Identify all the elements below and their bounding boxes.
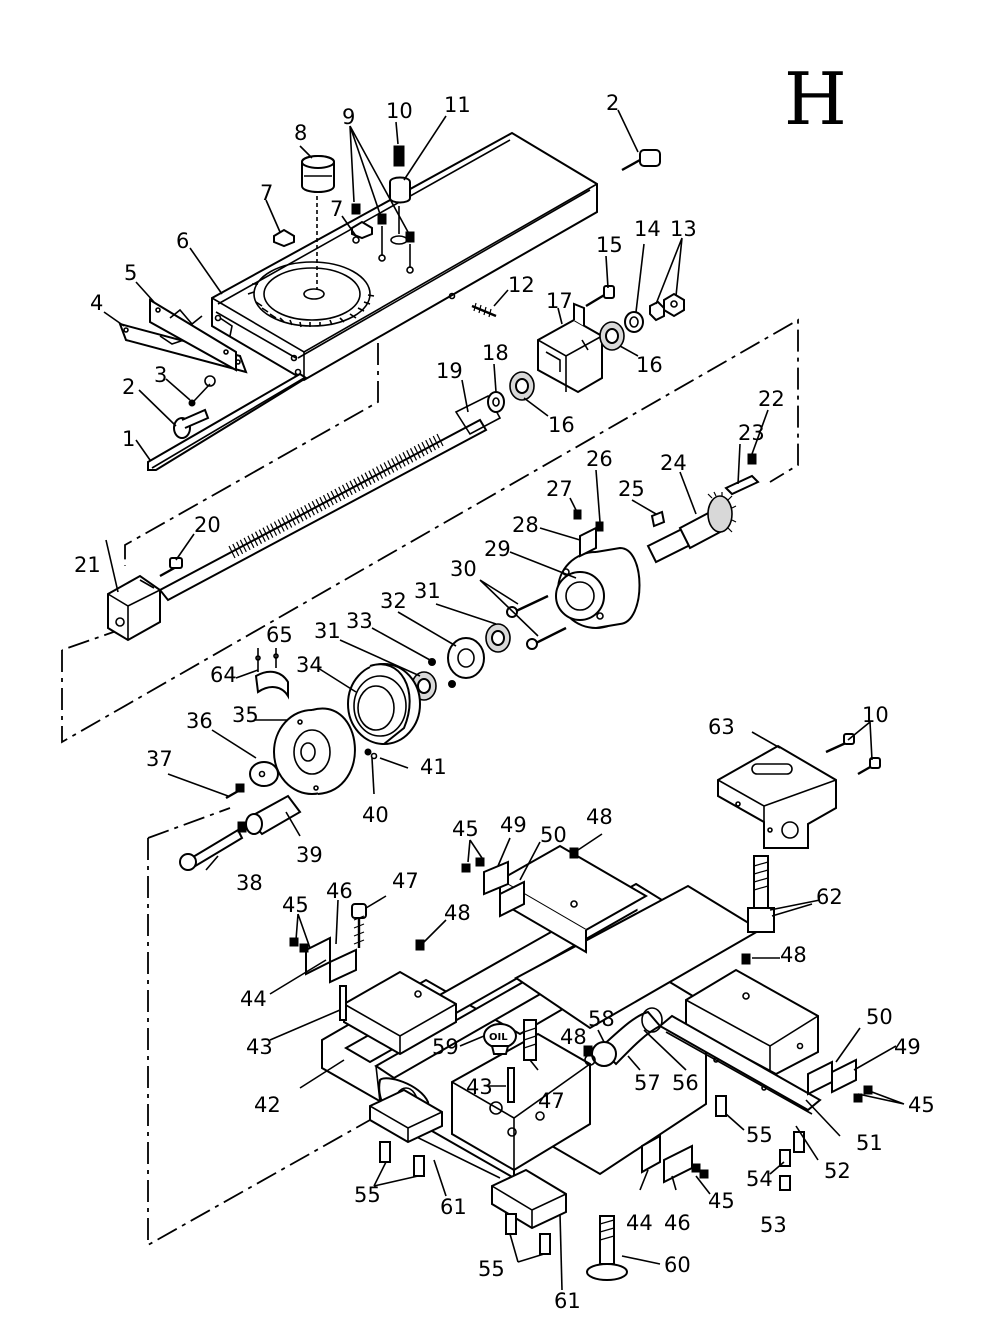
callout-26: 26 (586, 447, 613, 471)
callout-39: 39 (296, 843, 323, 867)
callout-10: 10 (386, 99, 413, 123)
callout-12: 12 (508, 273, 535, 297)
callout-44: 44 (240, 987, 267, 1011)
sheet-letter: H (784, 57, 847, 141)
callout-25: 25 (618, 477, 645, 501)
callout-20: 20 (194, 513, 221, 537)
callout-45: 45 (708, 1189, 735, 1213)
callout-4: 4 (90, 291, 103, 315)
callout-14: 14 (634, 217, 661, 241)
callout-65: 65 (266, 623, 293, 647)
callout-33: 33 (346, 609, 373, 633)
callout-1: 1 (122, 427, 135, 451)
callout-34: 34 (296, 653, 323, 677)
callout-3: 3 (154, 363, 167, 387)
callout-32: 32 (380, 589, 407, 613)
callout-40: 40 (362, 803, 389, 827)
callout-22: 22 (758, 387, 785, 411)
callout-58: 58 (588, 1007, 615, 1031)
callout-2: 2 (606, 91, 619, 115)
callout-62: 62 (816, 885, 843, 909)
callout-6: 6 (176, 229, 189, 253)
callout-19: 19 (436, 359, 463, 383)
saddle-assembly: OIL (289, 733, 881, 1281)
callout-15: 15 (596, 233, 623, 257)
callout-51: 51 (856, 1131, 883, 1155)
callout-38: 38 (236, 871, 263, 895)
callout-21: 21 (74, 553, 101, 577)
callout-48: 48 (560, 1025, 587, 1049)
callout-7: 7 (330, 197, 343, 221)
callout-35: 35 (232, 703, 259, 727)
leadscrew-assembly (107, 285, 685, 642)
callout-16: 16 (548, 413, 575, 437)
callout-9: 9 (342, 105, 355, 129)
callout-46: 46 (326, 879, 353, 903)
callout-5: 5 (124, 261, 137, 285)
callout-17: 17 (546, 289, 573, 313)
callout-55: 55 (478, 1257, 505, 1281)
callout-61: 61 (554, 1289, 581, 1313)
callout-42: 42 (254, 1093, 281, 1117)
callout-48: 48 (586, 805, 613, 829)
callout-64: 64 (210, 663, 237, 687)
callout-59: 59 (432, 1035, 459, 1059)
callout-54: 54 (746, 1167, 773, 1191)
callout-44: 44 (626, 1211, 653, 1235)
callout-labels: 1 2 2 3 4 5 6 7 7 8 9 10 11 12 13 14 15 … (74, 91, 935, 1313)
callout-55: 55 (746, 1123, 773, 1147)
callout-2: 2 (122, 375, 135, 399)
callout-49: 49 (894, 1035, 921, 1059)
callout-45: 45 (282, 893, 309, 917)
callout-10: 10 (862, 703, 889, 727)
callout-50: 50 (866, 1005, 893, 1029)
callout-46: 46 (664, 1211, 691, 1235)
callout-28: 28 (512, 513, 539, 537)
callout-47: 47 (538, 1089, 565, 1113)
callout-30: 30 (450, 557, 477, 581)
callout-27: 27 (546, 477, 573, 501)
callout-18: 18 (482, 341, 509, 365)
callout-57: 57 (634, 1071, 661, 1095)
oil-cap-text: OIL (489, 1032, 508, 1043)
callout-11: 11 (444, 93, 471, 117)
callout-56: 56 (672, 1071, 699, 1095)
callout-37: 37 (146, 747, 173, 771)
callout-48: 48 (444, 901, 471, 925)
callout-55: 55 (354, 1183, 381, 1207)
callout-53: 53 (760, 1213, 787, 1237)
callout-23: 23 (738, 421, 765, 445)
cross-slide-assembly (118, 131, 661, 471)
callout-24: 24 (660, 451, 687, 475)
callout-36: 36 (186, 709, 213, 733)
callout-43: 43 (466, 1075, 493, 1099)
callout-45: 45 (452, 817, 479, 841)
callout-31: 31 (414, 579, 441, 603)
callout-60: 60 (664, 1253, 691, 1277)
callout-31: 31 (314, 619, 341, 643)
callout-29: 29 (484, 537, 511, 561)
group-boundaries (61, 318, 799, 1247)
callout-7: 7 (260, 181, 273, 205)
callout-47: 47 (392, 869, 419, 893)
callout-16: 16 (636, 353, 663, 377)
callout-61: 61 (440, 1195, 467, 1219)
feed-assembly (179, 453, 760, 871)
callout-45: 45 (908, 1093, 935, 1117)
callout-50: 50 (540, 823, 567, 847)
callout-52: 52 (824, 1159, 851, 1183)
callout-63: 63 (708, 715, 735, 739)
leader-lines (103, 109, 905, 1291)
callout-49: 49 (500, 813, 527, 837)
callout-43: 43 (246, 1035, 273, 1059)
callout-8: 8 (294, 121, 307, 145)
callout-13: 13 (670, 217, 697, 241)
callout-41: 41 (420, 755, 447, 779)
callout-48: 48 (780, 943, 807, 967)
